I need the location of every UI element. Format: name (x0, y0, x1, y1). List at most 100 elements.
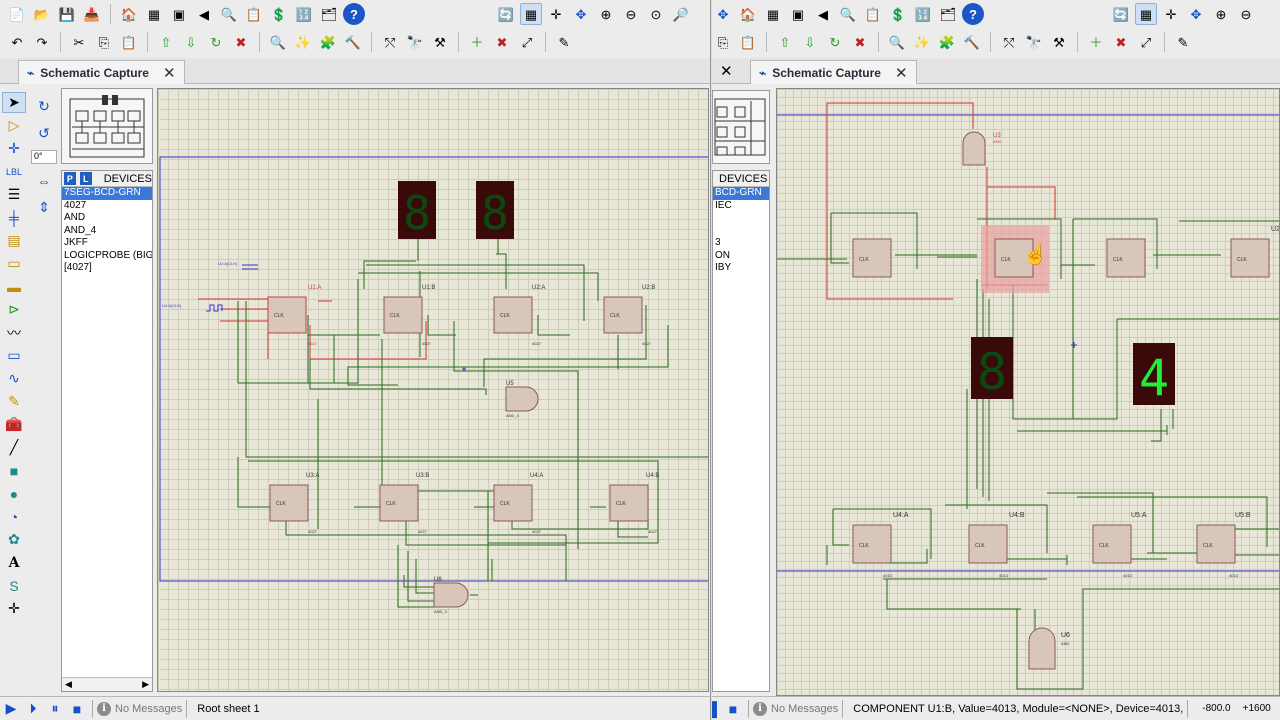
device-hscrollbar[interactable]: ◀ ▶ (62, 677, 152, 691)
flip-flop[interactable]: CLK (852, 238, 892, 278)
package-tool-icon[interactable]: 🧩 (938, 34, 956, 50)
delete-sheet-icon[interactable]: ✖ (1115, 34, 1127, 50)
flip-flop-u3b[interactable]: U3:B CLK 4027 (379, 473, 429, 534)
and-gate-u6[interactable]: U6 AND_4 (433, 577, 469, 614)
flip-flop-u1b[interactable]: U1:B CLK 4027 (383, 285, 435, 346)
goto-sheet-icon[interactable]: ⤢ (521, 34, 533, 50)
marker-icon[interactable]: ✛ (8, 600, 20, 616)
zoom-in-icon[interactable]: ⊕ (1215, 6, 1227, 22)
decompose-icon[interactable]: 🔨 (963, 34, 981, 50)
chip-icon[interactable]: ▦ (147, 6, 161, 22)
zoom-icon[interactable]: 🔍 (839, 6, 857, 22)
line-icon[interactable]: ╱ (9, 439, 19, 455)
wire-label-icon[interactable]: LBL (5, 166, 22, 177)
mirror-x-icon[interactable]: ⇔ (37, 172, 51, 189)
flip-flop-u3a[interactable]: U3:A CLK 4027 (269, 473, 319, 534)
undo-icon[interactable]: ↶ (11, 34, 23, 50)
flip-flop-u5b[interactable]: U5:B CLK 4013 (1196, 512, 1251, 578)
flip-flop-u2a[interactable]: U2:A CLK 4027 (493, 285, 545, 346)
property-tool-icon[interactable]: ⚒ (434, 34, 446, 50)
block-delete-icon[interactable]: ✖ (854, 34, 866, 50)
new-sheet-icon[interactable]: ＋ (470, 34, 484, 50)
play-button[interactable]: ▶ (5, 700, 17, 716)
block-copy-icon[interactable]: ⇧ (779, 34, 791, 50)
flip-flop[interactable]: CLK (1106, 238, 1146, 278)
pause-button[interactable]: ▌ (712, 700, 722, 717)
block-move-icon[interactable]: ⇩ (804, 34, 816, 50)
open-folder-icon[interactable]: 📂 (33, 6, 51, 22)
paste-icon[interactable]: 📋 (120, 34, 138, 50)
close-tab-icon[interactable]: ✕ (162, 64, 176, 82)
terminal-icon[interactable]: ▭ (7, 255, 21, 271)
text-script-icon[interactable]: ☰ (7, 186, 21, 202)
zoom-all-icon[interactable]: ⊙ (650, 6, 662, 22)
redo-icon[interactable]: ↷ (36, 34, 48, 50)
netlist-icon[interactable]: ✎ (1177, 34, 1189, 50)
origin-icon[interactable]: ✛ (550, 6, 562, 22)
pan-icon[interactable]: ✥ (1190, 6, 1202, 22)
pick-device-icon[interactable]: 🔍 (269, 34, 287, 50)
flip-flop-u4a[interactable]: U4:A CLK 4027 (493, 473, 543, 534)
current-probe-icon[interactable]: ✎ (8, 393, 20, 409)
bom-icon[interactable]: 📋 (864, 6, 882, 22)
flip-flop-u4a[interactable]: U4:A CLK 4013 (852, 512, 909, 578)
clock-generator[interactable]: U1:A(CLK) (162, 303, 223, 312)
flip-flop-u1b-selected[interactable]: CLK (981, 225, 1049, 293)
device-item[interactable]: AND (64, 212, 86, 223)
grid-icon[interactable]: ▦ (1135, 3, 1157, 25)
refresh-icon[interactable]: 🔄 (497, 6, 515, 22)
flip-flop-u4b[interactable]: U4:B CLK 4013 (968, 512, 1025, 578)
rotate-cw-icon[interactable]: ↻ (38, 98, 50, 114)
save-icon[interactable]: 💾 (58, 6, 76, 22)
tab-schematic-capture[interactable]: ⌁ Schematic Capture ✕ (18, 60, 185, 84)
new-file-icon[interactable]: 📄 (8, 6, 26, 22)
pause-button[interactable]: ⏸ (51, 700, 59, 716)
device-item[interactable]: 4027 (64, 199, 87, 211)
and-gate-u3[interactable]: U3 AND (962, 131, 1002, 166)
delete-sheet-icon[interactable]: ✖ (496, 34, 508, 50)
seven-segment-display[interactable]: 8 (476, 181, 514, 240)
arc-icon[interactable]: ◔ (9, 508, 19, 525)
scroll-left-icon[interactable]: ◀ (65, 679, 72, 689)
and-gate-u6[interactable]: U6 AND (1028, 627, 1070, 670)
help-icon[interactable]: ? (962, 3, 984, 25)
seven-segment-display[interactable]: 8 (971, 337, 1013, 401)
netlist-icon[interactable]: ✎ (558, 34, 570, 50)
device-item[interactable]: 3 (715, 237, 721, 248)
bom-icon[interactable]: 📋 (245, 6, 263, 22)
refresh-icon[interactable]: 🔄 (1112, 6, 1130, 22)
search-icon[interactable]: 🔭 (406, 34, 424, 50)
stop-button[interactable]: ■ (728, 700, 738, 717)
and-gate-u5[interactable]: U5 AND_4 (505, 381, 539, 418)
symbol-icon[interactable]: S (9, 577, 19, 594)
binary-icon[interactable]: 🔢 (295, 6, 313, 22)
library-manager-button[interactable]: L (79, 172, 92, 185)
component-icon[interactable]: ▣ (791, 6, 805, 22)
pan-icon[interactable]: ✥ (575, 6, 587, 22)
copy-icon[interactable]: ⎘ (98, 34, 110, 50)
stop-button[interactable]: ■ (72, 700, 82, 717)
wire-autorouter-icon[interactable]: ⤲ (384, 34, 396, 50)
rotate-ccw-icon[interactable]: ↺ (38, 125, 50, 141)
step-button[interactable]: ⏵ (29, 700, 37, 716)
package-tool-icon[interactable]: 🧩 (319, 34, 337, 50)
origin-icon[interactable]: ✛ (1165, 6, 1177, 22)
schematic-drawing[interactable]: U3 AND CLK CLK CLK CLK U2 (777, 89, 1280, 696)
tape-icon[interactable]: 〰 (7, 324, 21, 341)
voltage-probe-icon[interactable]: ∿ (8, 370, 20, 386)
junction-icon[interactable]: ✛ (8, 140, 20, 156)
new-sheet-icon[interactable]: ＋ (1089, 34, 1103, 50)
copy-icon[interactable]: ⎘ (717, 34, 729, 50)
flip-flop-u2[interactable]: CLK U2 (1230, 226, 1280, 278)
home-icon[interactable]: 🏠 (120, 6, 138, 22)
wire-autorouter-icon[interactable]: ⤲ (1003, 34, 1015, 50)
mirror-y-icon[interactable]: ⇕ (38, 199, 50, 215)
cut-icon[interactable]: ✂ (73, 34, 85, 50)
device-item[interactable]: LOGICPROBE (BIG (64, 249, 152, 261)
pick-device-icon[interactable]: 🔍 (888, 34, 906, 50)
block-move-icon[interactable]: ⇩ (185, 34, 197, 50)
messages-indicator[interactable]: i No Messages (753, 701, 838, 716)
generator-icon[interactable]: ▭ (7, 347, 21, 363)
overview-preview[interactable] (712, 90, 770, 164)
schematic-canvas[interactable]: U1:A(CLK) U1:A(CLK) 8 8 U1:A CLK 4027 (157, 88, 709, 692)
